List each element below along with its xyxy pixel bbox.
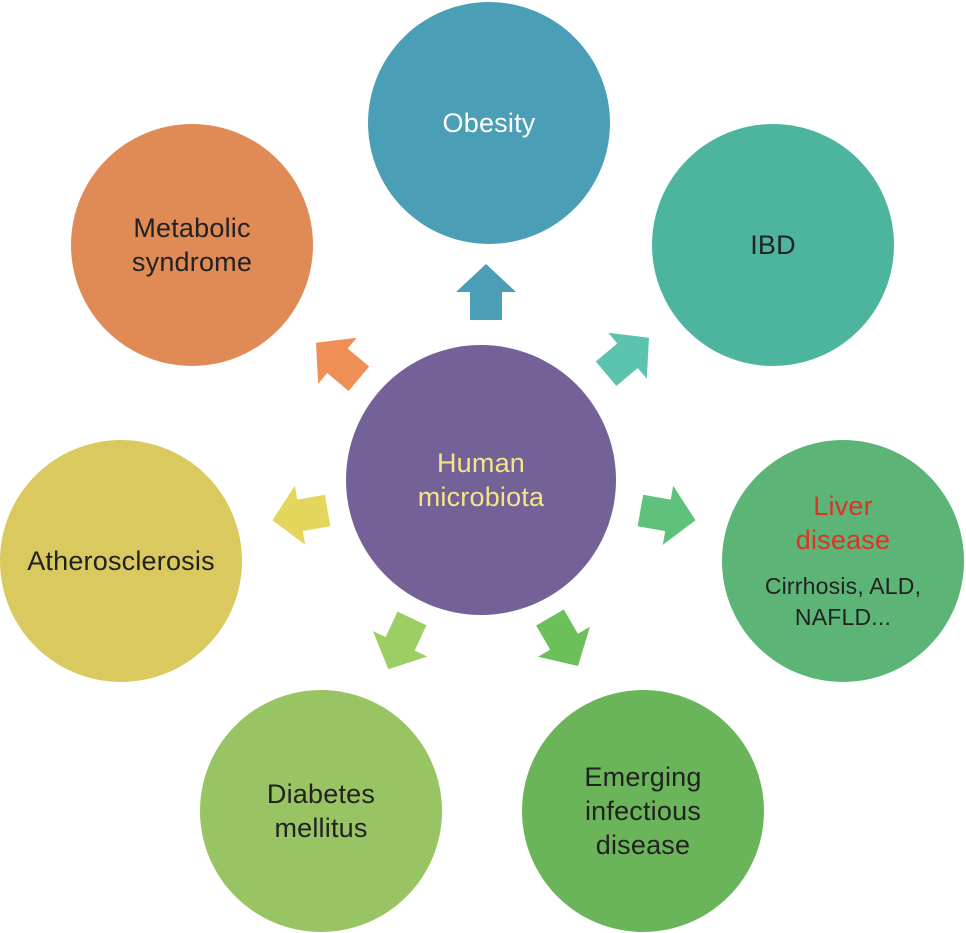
node-atherosclerosis: Atherosclerosis: [0, 440, 242, 682]
emerging-label-line-3: disease: [595, 830, 691, 860]
center-label-line-2: microbiota: [417, 482, 545, 512]
metabolic-label-line-1: Metabolic: [133, 213, 251, 243]
emerging-label-line-2: infectious: [584, 796, 702, 826]
metabolic-label-line-2: syndrome: [131, 247, 253, 277]
liver-sublabel-line-2: NAFLD...: [794, 604, 892, 630]
center-label-line-1: Human: [436, 448, 526, 478]
arrow-to-athero: [272, 485, 331, 545]
node-metabolic-syndrome: Metabolic syndrome: [71, 124, 313, 366]
obesity-label: Obesity: [442, 108, 536, 138]
arrow-to-metabolic: [316, 337, 370, 391]
liver-sublabel-line-1: Cirrhosis, ALD,: [764, 573, 922, 599]
arrow-to-emerging: [536, 609, 590, 666]
athero-label: Atherosclerosis: [27, 546, 215, 576]
node-obesity: Obesity: [368, 2, 610, 244]
liver-sublabel: Cirrhosis, ALD, NAFLD...: [765, 571, 921, 633]
ibd-label: IBD: [750, 230, 796, 260]
node-diabetes-mellitus: Diabetes mellitus: [200, 690, 442, 932]
center-node-human-microbiota: Human microbiota: [346, 345, 616, 615]
emerging-label-line-1: Emerging: [584, 762, 702, 792]
arrow-to-obesity: [456, 264, 516, 320]
liver-label-line-2: disease: [795, 525, 891, 555]
arrow-to-liver: [637, 485, 696, 545]
node-emerging-infectious-disease: Emerging infectious disease: [522, 690, 764, 932]
node-ibd: IBD: [652, 124, 894, 366]
diabetes-label-line-1: Diabetes: [266, 779, 376, 809]
liver-label-line-1: Liver: [813, 491, 873, 521]
node-liver-disease: Liver disease Cirrhosis, ALD, NAFLD...: [722, 440, 964, 682]
arrow-to-ibd: [595, 332, 649, 386]
arrow-to-diabetes: [372, 611, 428, 670]
diabetes-label-line-2: mellitus: [274, 813, 368, 843]
